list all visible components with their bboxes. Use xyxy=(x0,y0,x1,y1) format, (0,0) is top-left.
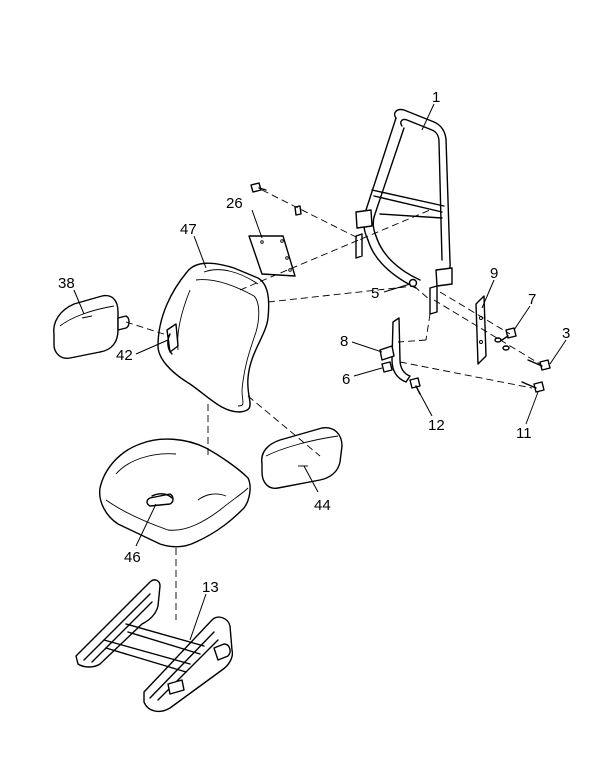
part-46-seat-cushion xyxy=(99,438,251,548)
callout-42: 42 xyxy=(116,347,133,364)
callout-labels: 1 26 47 38 42 5 9 7 3 8 6 12 11 44 46 13 xyxy=(58,89,570,596)
part-38-left-armrest xyxy=(53,294,130,360)
part-47-backrest xyxy=(157,262,270,413)
part-8-lever-bracket xyxy=(379,317,411,383)
callout-5: 5 xyxy=(371,285,379,302)
callout-46: 46 xyxy=(124,549,141,566)
callout-7: 7 xyxy=(528,291,536,308)
part-1-grab-handle xyxy=(355,108,453,315)
part-26-plate xyxy=(248,235,296,277)
callout-26: 26 xyxy=(226,195,243,212)
callout-13: 13 xyxy=(202,579,219,596)
hardware-bolt-top xyxy=(250,182,302,216)
assembly-lines xyxy=(125,189,541,620)
callout-11: 11 xyxy=(516,425,532,442)
part-9-bracket xyxy=(475,295,487,365)
callout-12: 12 xyxy=(428,417,445,434)
part-13-seat-frame xyxy=(75,579,234,713)
callout-6: 6 xyxy=(342,371,350,388)
callout-8: 8 xyxy=(340,333,348,350)
callout-44: 44 xyxy=(314,497,331,514)
leader-lines xyxy=(73,103,567,641)
callout-38: 38 xyxy=(58,275,75,292)
callout-3: 3 xyxy=(562,325,570,342)
callout-1: 1 xyxy=(432,89,440,106)
callout-9: 9 xyxy=(490,265,498,282)
callout-47: 47 xyxy=(180,221,197,238)
part-44-right-armrest xyxy=(261,427,343,489)
hardware-bolts xyxy=(381,327,551,395)
